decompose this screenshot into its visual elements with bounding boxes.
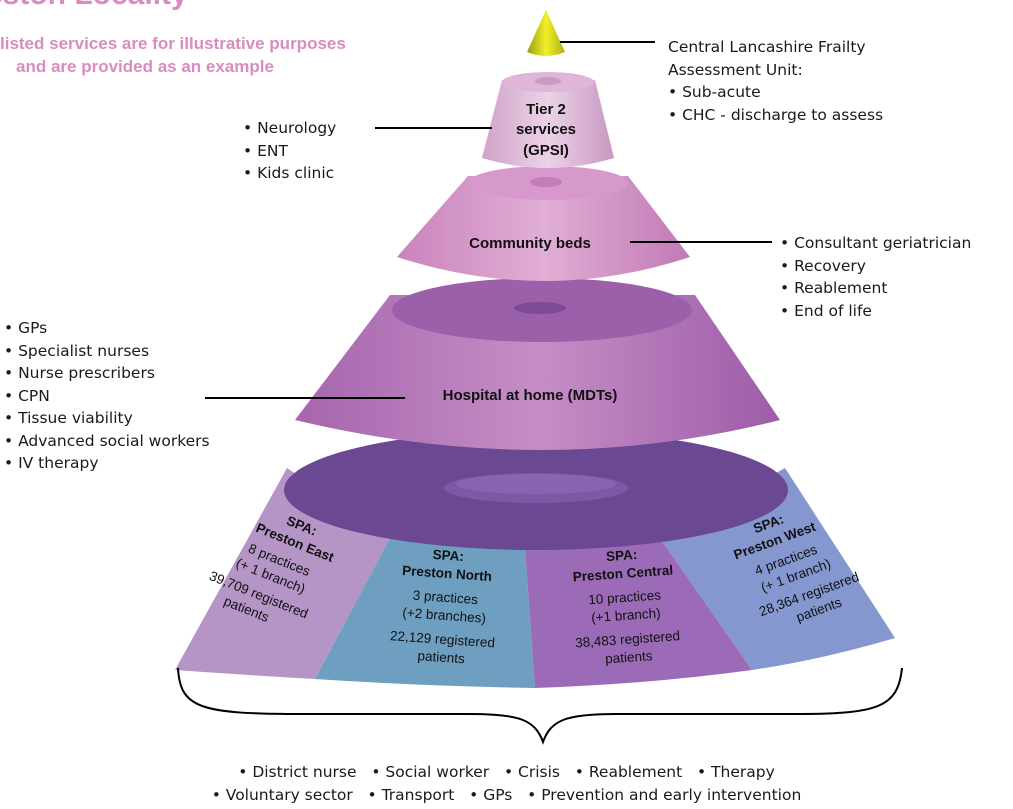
bottom-item: • Social worker	[371, 763, 490, 781]
tier2-center-hole	[535, 77, 561, 85]
hospital-item: GPs	[4, 317, 210, 340]
hospital-item: Nurse prescribers	[4, 362, 210, 385]
spa-north-name: Preston North	[402, 563, 493, 584]
bottom-item: • Therapy	[696, 763, 775, 781]
bottom-item: • Voluntary sector	[211, 786, 353, 804]
spa-central-spa: SPA:	[606, 547, 638, 564]
frailty-item: Sub-acute	[668, 81, 883, 104]
community-tier	[397, 166, 690, 281]
base-segment-preston-north	[315, 538, 535, 688]
community-beds-label: Community beds	[469, 235, 591, 252]
community-item: Reablement	[780, 277, 971, 300]
cone-tip-shape	[527, 10, 565, 56]
base-tier	[175, 430, 895, 688]
bottom-brace	[177, 667, 903, 745]
cone-tip	[527, 10, 565, 56]
subtitle-line-2: and are provided as an example	[16, 57, 274, 76]
hospital-item: IV therapy	[4, 452, 210, 475]
bottom-services-row2: • Voluntary sector • Transport • GPs • P…	[0, 786, 1013, 804]
page-subtitle: listed services are for illustrative pur…	[0, 32, 346, 78]
bottom-item: • Reablement	[574, 763, 683, 781]
frailty-unit-text: Central Lancashire Frailty Assessment Un…	[668, 36, 883, 126]
tier2-label-line2: services	[516, 121, 576, 138]
hospital-center-hole	[514, 302, 566, 314]
spa-central-patients2: patients	[605, 648, 653, 666]
hospital-item: Tissue viability	[4, 407, 210, 430]
bottom-item: • Crisis	[503, 763, 560, 781]
community-center-hole	[530, 177, 562, 187]
spa-north-patients2: patients	[417, 648, 465, 666]
base-center-hole	[456, 474, 616, 494]
tier2-item: Kids clinic	[243, 162, 336, 185]
community-beds-list: Consultant geriatrician Recovery Reablem…	[780, 232, 971, 322]
hospital-item: CPN	[4, 385, 210, 408]
hospital-item: Advanced social workers	[4, 430, 210, 453]
frailty-item: CHC - discharge to assess	[668, 104, 883, 127]
spa-central-practices: 10 practices	[588, 587, 662, 607]
hospital-tier	[295, 278, 780, 450]
community-cone	[397, 176, 690, 281]
spa-north-patients: 22,129 registered	[390, 628, 496, 650]
hospital-at-home-list: GPs Specialist nurses Nurse prescribers …	[4, 317, 210, 475]
spa-central-patients: 38,483 registered	[575, 628, 681, 650]
tier2-item: Neurology	[243, 117, 336, 140]
spa-label-preston-central: SPA: Preston Central 10 practices (+1 br…	[572, 547, 681, 666]
bottom-item: • Transport	[367, 786, 455, 804]
frailty-unit-list: Sub-acute CHC - discharge to assess	[668, 81, 883, 126]
community-item: Recovery	[780, 255, 971, 278]
bottom-services-row1: • District nurse • Social worker • Crisi…	[0, 763, 1013, 781]
bottom-item: • Prevention and early intervention	[527, 786, 802, 804]
subtitle-line-1: listed services are for illustrative pur…	[0, 34, 346, 53]
frailty-unit-title-line2: Assessment Unit:	[668, 60, 803, 79]
spa-central-branches: (+1 branch)	[591, 605, 661, 625]
frailty-unit-title-line1: Central Lancashire Frailty	[668, 38, 866, 56]
spa-label-preston-north: SPA: Preston North 3 practices (+2 branc…	[390, 547, 496, 666]
spa-north-branches: (+2 branches)	[402, 605, 487, 626]
hospital-item: Specialist nurses	[4, 340, 210, 363]
spa-central-name: Preston Central	[572, 562, 673, 584]
spa-north-spa: SPA:	[432, 547, 464, 564]
page-title: eston Locality	[0, 0, 188, 12]
tier2-services-list: Neurology ENT Kids clinic	[243, 117, 336, 185]
bottom-item: • District nurse	[238, 763, 357, 781]
tier2-cone	[482, 80, 614, 168]
base-segment-preston-central	[525, 538, 752, 688]
tier2-item: ENT	[243, 140, 336, 163]
community-item: Consultant geriatrician	[780, 232, 971, 255]
hospital-at-home-label: Hospital at home (MDTs)	[443, 387, 618, 404]
tier2-label-line3: (GPSI)	[523, 142, 569, 159]
bottom-item: • GPs	[469, 786, 513, 804]
spa-north-practices: 3 practices	[412, 588, 478, 608]
hospital-cone	[295, 295, 780, 450]
tier2-label-line1: Tier 2	[526, 101, 566, 118]
tier2-tier	[482, 72, 614, 168]
community-item: End of life	[780, 300, 971, 323]
